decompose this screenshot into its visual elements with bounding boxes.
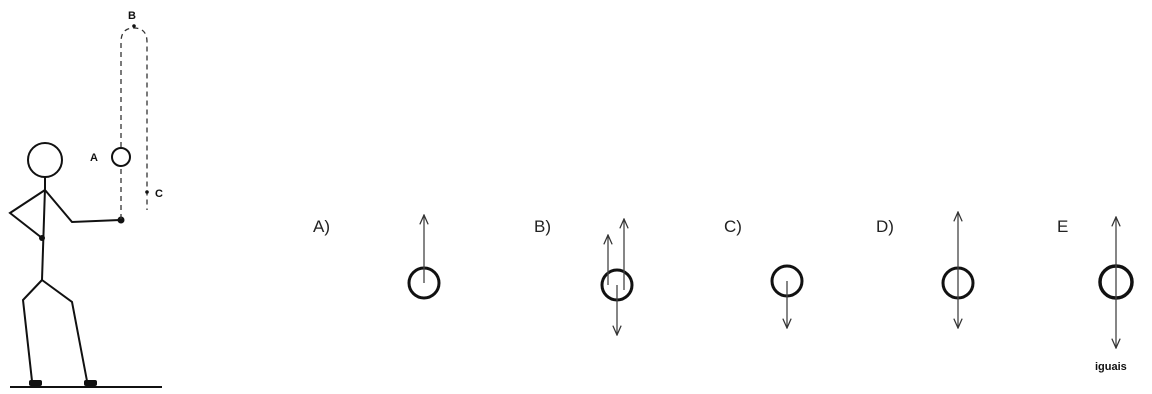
option-b-label: B)	[534, 217, 551, 236]
option-d-diagram	[941, 212, 975, 328]
point-a-label: A	[90, 152, 98, 164]
figure-left-foot	[29, 380, 42, 386]
figure-left-arm	[8, 189, 46, 239]
figure-elbow	[39, 235, 45, 241]
figure-right-foot	[84, 380, 97, 386]
option-e-label: E	[1057, 217, 1068, 236]
ball-trajectory	[120, 27, 148, 219]
stick-figure	[8, 142, 121, 382]
option-a-diagram	[407, 215, 441, 300]
option-a-label: A)	[313, 217, 330, 236]
figure-left-leg	[21, 279, 43, 382]
point-b-label: B	[128, 10, 136, 22]
figure-right-arm	[44, 189, 121, 224]
figure-torso	[41, 187, 46, 281]
point-c-dot	[145, 190, 149, 194]
ball-at-point-a	[111, 147, 131, 167]
option-c-diagram	[770, 264, 804, 328]
point-b-dot	[132, 24, 136, 28]
figure-head	[27, 142, 63, 178]
option-e-note: iguais	[1095, 361, 1127, 373]
figure-hand	[117, 216, 125, 224]
option-e-diagram	[1098, 217, 1134, 348]
option-b-diagram	[600, 219, 634, 335]
point-c-label: C	[155, 188, 163, 200]
figure-right-leg	[41, 279, 88, 382]
option-d-label: D)	[876, 217, 894, 236]
option-c-label: C)	[724, 217, 742, 236]
